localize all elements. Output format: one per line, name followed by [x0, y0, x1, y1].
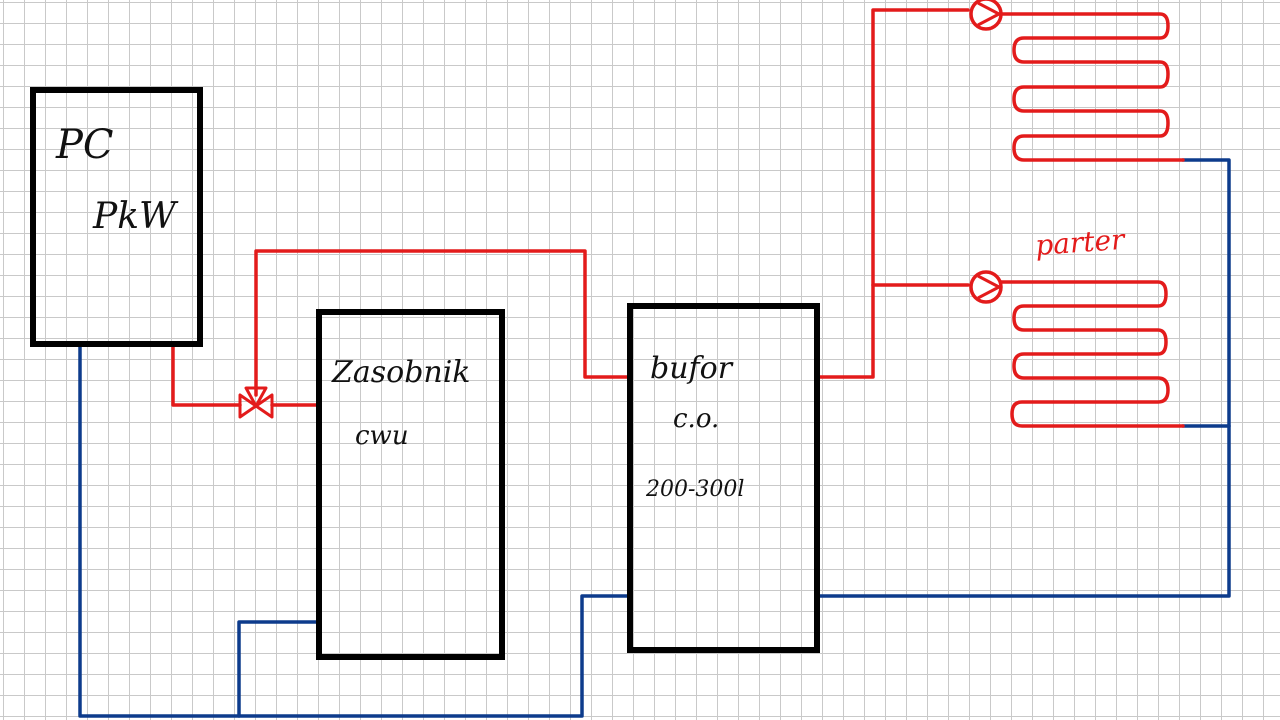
ground-floor-pump-icon: [969, 270, 1003, 304]
buffer-label: bufor: [650, 351, 734, 386]
valve-to-buffer-line: [254, 249, 630, 397]
supply-lines: [171, 8, 970, 407]
buffer-sublabel: c.o.: [673, 404, 719, 434]
dhw-tank-return-line: [237, 620, 320, 718]
heat-pump-unit: PC PkW: [30, 87, 203, 347]
ground-floor-label: parter: [1034, 223, 1127, 262]
heating-buffer-tank: bufor c.o. 200-300l: [627, 303, 820, 653]
return-lines: [78, 158, 1231, 718]
upper-floor-heating-coil: [999, 12, 1185, 162]
heat-pump-power-label: PkW: [92, 196, 179, 237]
dhw-storage-tank: Zasobnik cwu: [316, 309, 505, 660]
buffer-capacity-label: 200-300l: [645, 477, 744, 502]
heat-pump-label: PC: [55, 122, 114, 168]
buffer-supply-line: [818, 8, 970, 379]
heat-pump-return-line: [78, 343, 630, 718]
floor-loop-return-line: [818, 158, 1231, 598]
three-way-valve-icon: [238, 386, 274, 419]
dhw-tank-label: Zasobnik: [331, 355, 471, 390]
upper-floor-pump-icon: [969, 0, 1003, 31]
ground-floor-heating-coil: [999, 280, 1185, 428]
heat-pump-supply-line: [171, 343, 242, 407]
dhw-tank-sublabel: cwu: [355, 421, 409, 451]
